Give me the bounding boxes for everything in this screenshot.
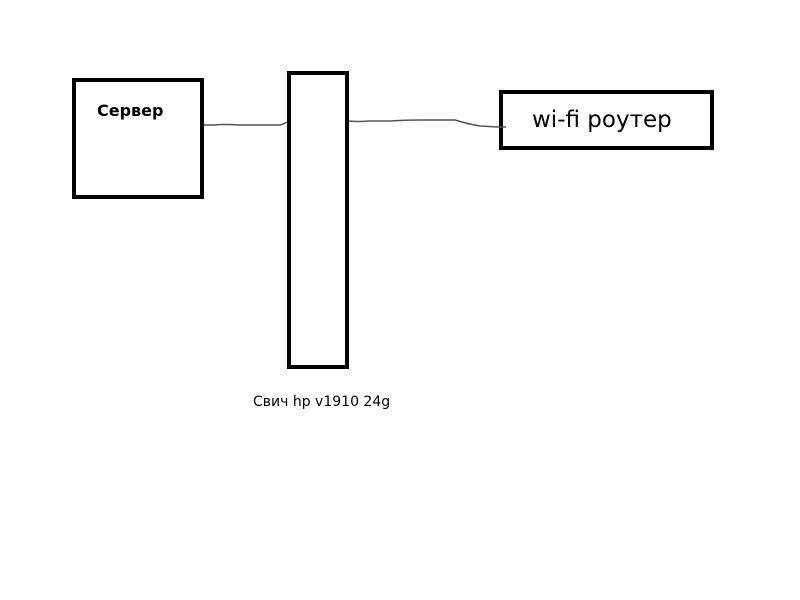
router-label: wi-fi роутер — [532, 107, 672, 133]
switch-label: Свич hp v1910 24g — [253, 394, 391, 410]
switch-box — [287, 71, 349, 369]
server-box — [72, 78, 204, 199]
server-label: Сервер — [97, 101, 164, 120]
router-box — [499, 90, 714, 150]
switch-router-cable — [348, 119, 506, 128]
server-switch-cable — [204, 121, 288, 126]
